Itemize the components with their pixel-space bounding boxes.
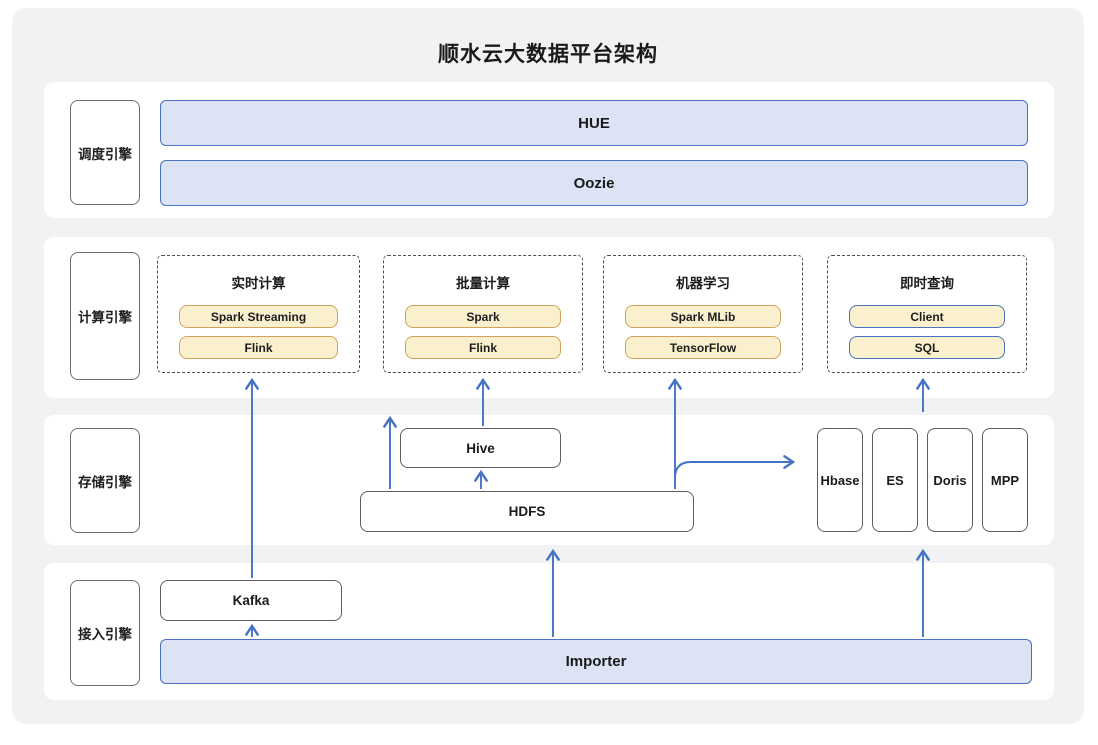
node-mpp: MPP	[982, 428, 1028, 532]
layer-label-ingest: 接入引擎	[70, 580, 140, 686]
group-title: 即时查询	[900, 276, 954, 291]
group-batch-compute: 批量计算 Spark Flink	[383, 255, 583, 373]
group-realtime-compute: 实时计算 Spark Streaming Flink	[157, 255, 360, 373]
node-flink-realtime: Flink	[179, 336, 338, 359]
node-doris: Doris	[927, 428, 973, 532]
layer-label-text: 接入引擎	[78, 627, 132, 642]
node-es: ES	[872, 428, 918, 532]
node-hive: Hive	[400, 428, 561, 468]
layer-label-text: 计算引擎	[78, 310, 132, 325]
node-importer: Importer	[160, 639, 1032, 684]
node-flink-batch: Flink	[405, 336, 561, 359]
layer-label-text: 存储引擎	[78, 474, 132, 490]
layer-label-storage: 存储引擎	[70, 428, 140, 533]
row-compute-panel: 计算引擎 实时计算 Spark Streaming Flink 批量计算 Spa…	[44, 237, 1054, 398]
node-tensorflow: TensorFlow	[625, 336, 781, 359]
node-client: Client	[849, 305, 1005, 328]
node-kafka: Kafka	[160, 580, 342, 621]
node-spark-mlib: Spark MLib	[625, 305, 781, 328]
node-hue: HUE	[160, 100, 1028, 146]
layer-label-scheduling: 调度引擎	[70, 100, 140, 205]
row-ingest-panel: 接入引擎 Kafka Importer	[44, 563, 1054, 700]
group-title: 批量计算	[456, 276, 510, 291]
node-spark-streaming: Spark Streaming	[179, 305, 338, 328]
group-title: 机器学习	[676, 276, 730, 291]
node-hbase: Hbase	[817, 428, 863, 532]
diagram-frame: 顺水云大数据平台架构 调度引擎 HUE Oozie 计算引擎 实时计算 Spar…	[12, 8, 1084, 724]
node-oozie: Oozie	[160, 160, 1028, 206]
group-title: 实时计算	[231, 276, 286, 291]
group-instant-query: 即时查询 Client SQL	[827, 255, 1027, 373]
node-hdfs: HDFS	[360, 491, 694, 532]
row-scheduling-panel: 调度引擎 HUE Oozie	[44, 82, 1054, 218]
diagram-title: 顺水云大数据平台架构	[438, 43, 658, 66]
group-machine-learning: 机器学习 Spark MLib TensorFlow	[603, 255, 803, 373]
node-sql: SQL	[849, 336, 1005, 359]
layer-label-text: 调度引擎	[78, 146, 132, 162]
layer-label-compute: 计算引擎	[70, 252, 140, 380]
row-storage-panel: 存储引擎 Hive HDFS Hbase ES Doris MPP	[44, 415, 1054, 545]
node-spark: Spark	[405, 305, 561, 328]
